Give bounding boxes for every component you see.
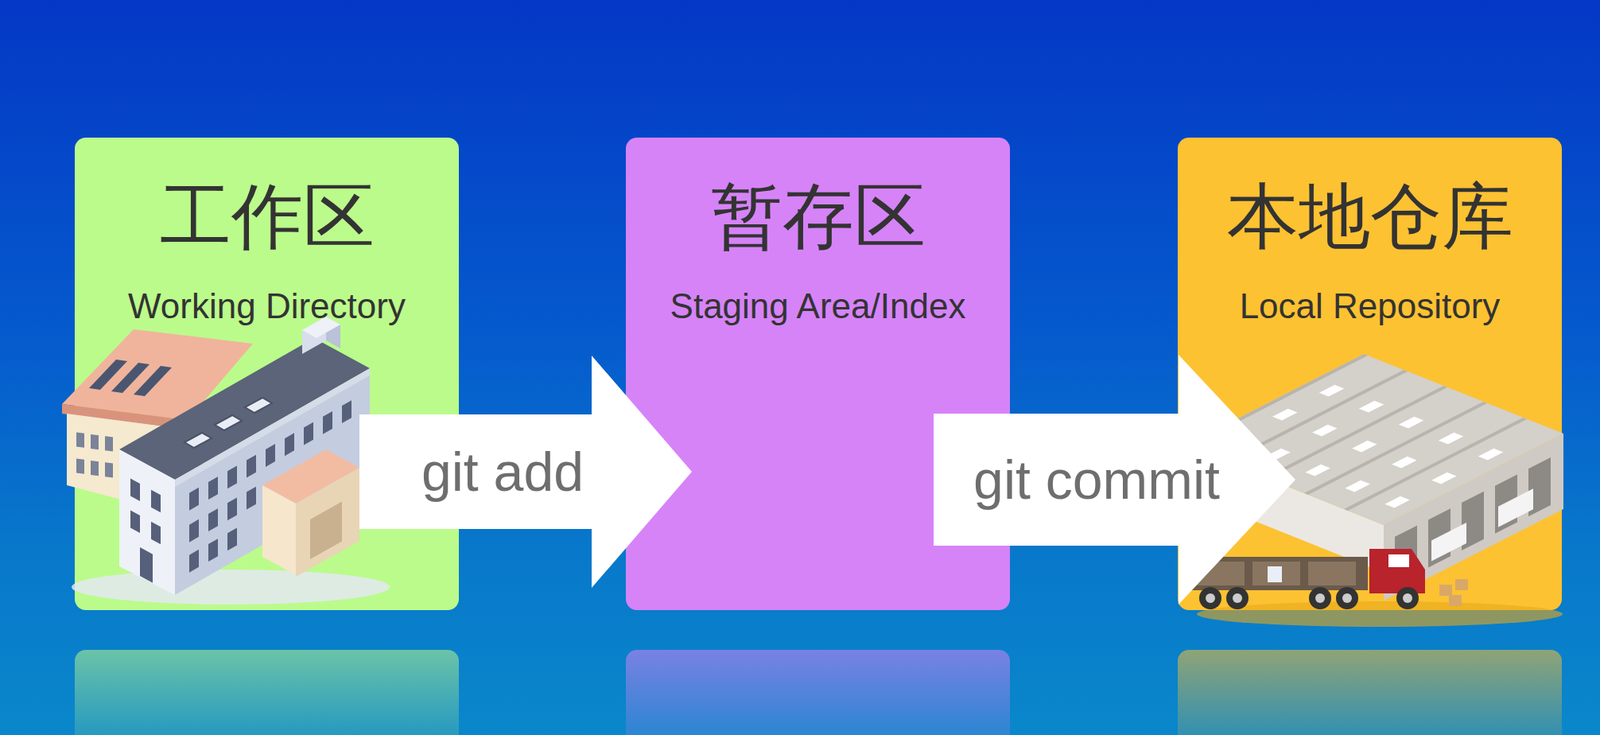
warehouse-illustration [1351, 440, 1378, 453]
building-illustration [208, 538, 218, 562]
building-illustration [174, 375, 370, 595]
warehouse-illustration [1335, 586, 1359, 610]
building-illustration [151, 521, 161, 545]
warehouse-illustration [1319, 384, 1345, 397]
warehouse-illustration [1396, 586, 1419, 610]
warehouse-illustration [1342, 593, 1352, 603]
building-illustration [76, 458, 85, 474]
warehouse-illustration [1439, 584, 1453, 596]
building-illustration [139, 547, 153, 583]
warehouse-illustration [1498, 488, 1534, 527]
building-illustration [71, 569, 390, 605]
building-illustration [310, 500, 342, 560]
warehouse-illustration [1232, 593, 1243, 603]
building-illustration [227, 497, 237, 521]
building-illustration [227, 465, 237, 489]
command-arrow [933, 354, 1296, 605]
warehouse-illustration [1264, 385, 1448, 479]
warehouse-illustration [1455, 578, 1468, 591]
warehouse-illustration [1359, 400, 1385, 413]
warehouse-illustration [1448, 594, 1462, 606]
building-illustration [326, 316, 341, 349]
warehouse-illustration [1308, 561, 1356, 586]
building-illustration [322, 411, 333, 435]
building-illustration [151, 489, 161, 513]
building-illustration [244, 397, 272, 413]
box-reflection [625, 649, 1010, 735]
box-subtitle: Staging Area/Index [670, 283, 967, 329]
building-illustration [295, 467, 360, 577]
building-illustration [189, 487, 199, 511]
building-illustration [104, 435, 113, 451]
warehouse-illustration [1391, 456, 1418, 469]
warehouse-illustration [1438, 432, 1465, 445]
building-illustration [265, 443, 276, 467]
building-illustration [302, 316, 341, 338]
command-label-holder: git add [418, 442, 587, 502]
warehouse-illustration [1272, 408, 1298, 421]
warehouse-illustration [1478, 448, 1504, 461]
warehouse-illustration [1226, 586, 1249, 610]
building-illustration [76, 432, 85, 448]
command-label-holder: git commit [970, 450, 1224, 510]
warehouse-illustration [1205, 593, 1216, 603]
building-illustration [189, 549, 199, 573]
building-illustration [62, 316, 390, 605]
box-reflection [74, 649, 459, 735]
box-subtitle: Working Directory [128, 283, 406, 329]
building-illustration [119, 456, 175, 595]
building-illustration [208, 508, 218, 532]
warehouse-illustration [1196, 601, 1563, 627]
box-title: 暂存区 [710, 173, 926, 260]
warehouse-illustration [1308, 586, 1332, 610]
building-illustration [133, 365, 172, 397]
warehouse-illustration [1369, 548, 1426, 594]
warehouse-illustration [1312, 424, 1338, 437]
building-illustration [130, 478, 161, 588]
warehouse-illustration [1384, 496, 1410, 509]
building-illustration [310, 500, 342, 560]
building-illustration [246, 454, 257, 478]
warehouse-illustration [1431, 522, 1467, 561]
box-subtitle: Local Repository [1239, 283, 1501, 329]
building-illustration [130, 510, 140, 534]
building-illustration [184, 432, 212, 448]
building-illustration [90, 434, 99, 450]
command-label: git commit [970, 450, 1224, 510]
command-label: git add [418, 442, 587, 502]
warehouse-illustration [1343, 417, 1527, 511]
building-illustration [246, 486, 257, 510]
warehouse-illustration [1344, 480, 1371, 493]
building-illustration [214, 415, 242, 431]
building-illustration [189, 519, 199, 543]
building-illustration [208, 476, 218, 500]
warehouse-illustration [1431, 472, 1457, 485]
warehouse-illustration [1304, 464, 1331, 477]
box-reflection [1177, 649, 1562, 735]
warehouse-illustration [1388, 554, 1410, 567]
building-illustration [76, 432, 113, 478]
command-arrow [359, 355, 692, 588]
building-illustration [303, 422, 314, 446]
box-title: 本地仓库 [1227, 173, 1514, 260]
warehouse-illustration [1267, 566, 1282, 583]
warehouse-illustration [1315, 593, 1325, 603]
building-illustration [227, 527, 237, 551]
building-illustration [90, 460, 99, 476]
building-illustration [341, 400, 352, 424]
building-illustration [284, 432, 295, 456]
building-illustration [104, 462, 113, 478]
box-title: 工作区 [159, 173, 375, 260]
warehouse-illustration [1304, 401, 1488, 495]
warehouse-illustration [1252, 561, 1301, 586]
warehouse-illustration [1199, 586, 1222, 610]
warehouse-illustration [1398, 416, 1425, 429]
warehouse-illustration [1402, 593, 1413, 603]
building-illustration [262, 485, 296, 575]
building-illustration [130, 478, 140, 502]
